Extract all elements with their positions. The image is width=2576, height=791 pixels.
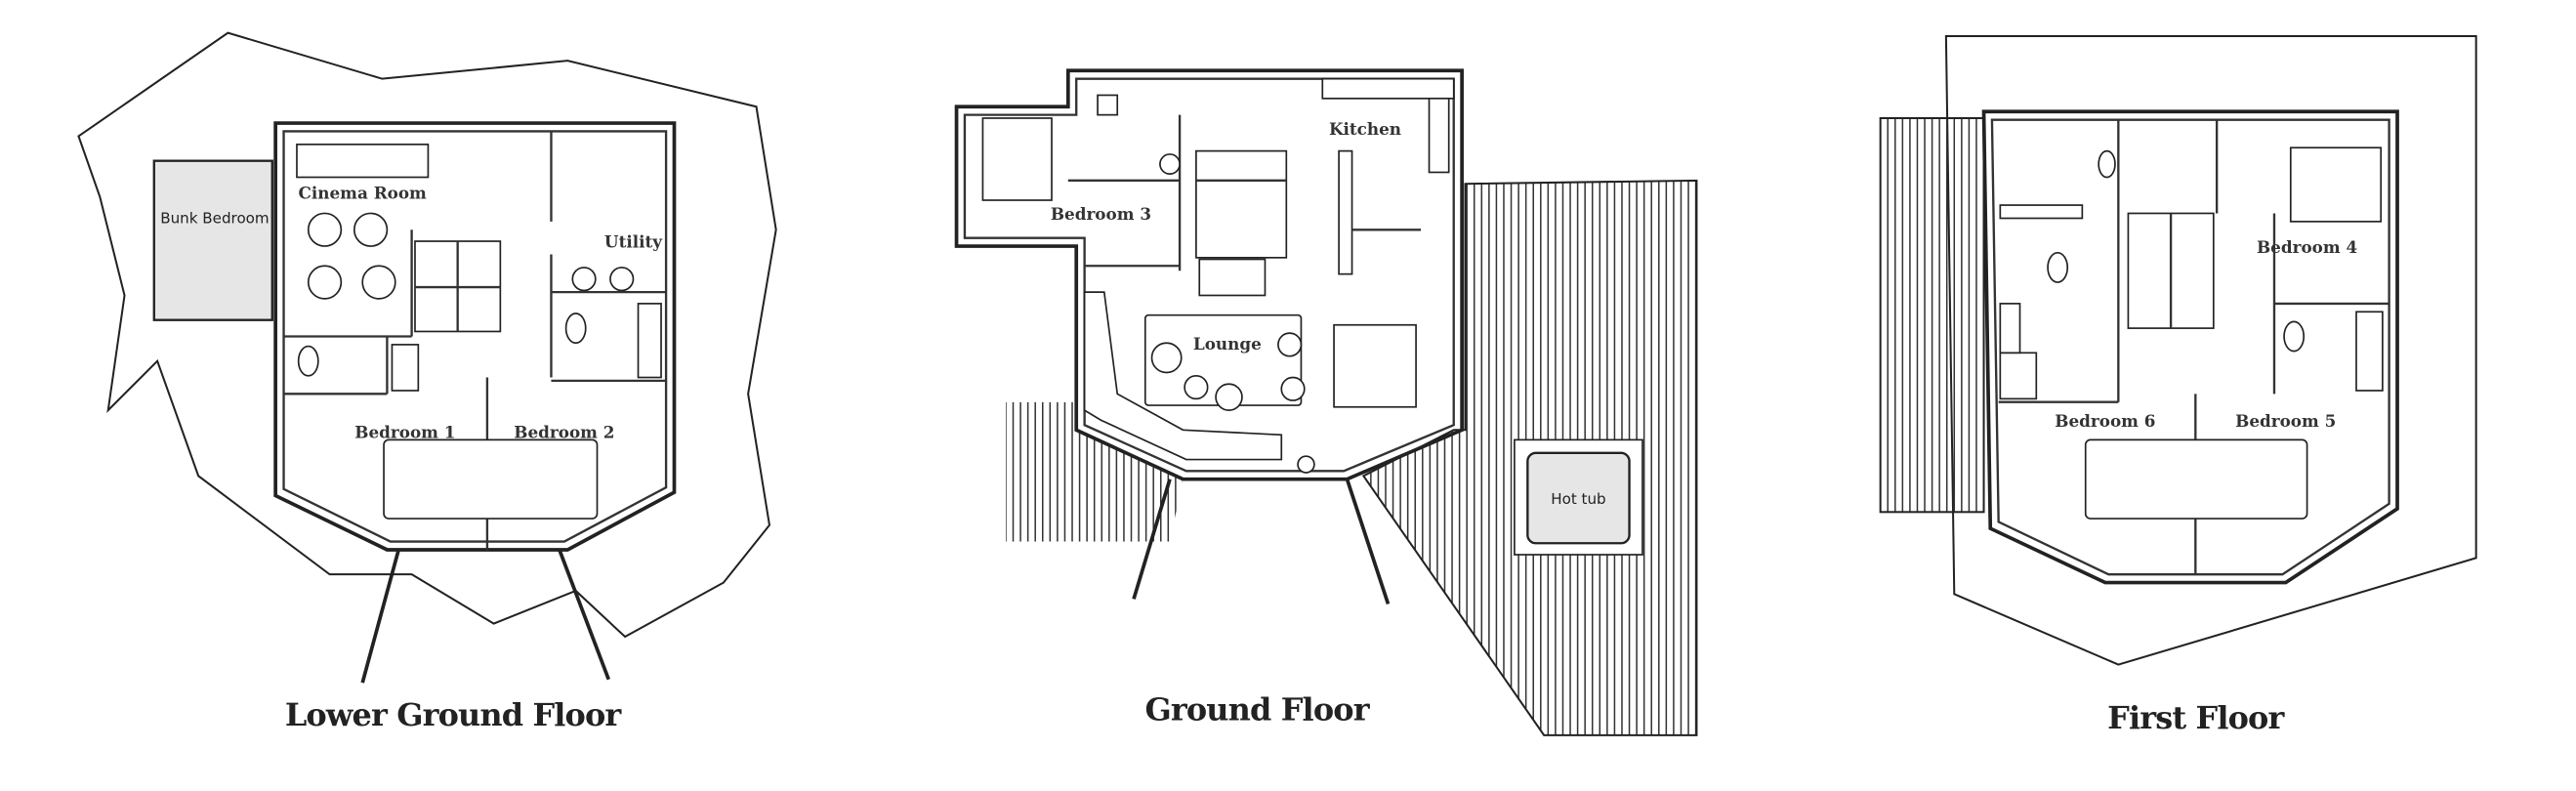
support-leg (558, 549, 611, 681)
room-label-bunk-bedroom: Bunk Bedroom (160, 210, 269, 228)
floor-title-first: First Floor (2107, 699, 2285, 736)
room-label-utility: Utility (604, 232, 663, 252)
site-boundary (1944, 34, 2477, 666)
bunk-bedroom-area (152, 159, 273, 321)
lower-ground-floor-plan: Bunk Bedroom Cinema Room Utility Bedroom… (77, 31, 777, 733)
room-label-hot-tub: Hot tub (1551, 490, 1605, 508)
floor-title-ground: Ground Floor (1144, 691, 1370, 729)
first-floor-plan: Bedroom 4 Bedroom 6 Bedroom 5 First Floo… (1879, 34, 2477, 736)
room-label-lounge: Lounge (1193, 334, 1262, 354)
room-label-cinema-room: Cinema Room (299, 183, 428, 202)
building-walls (273, 121, 677, 552)
building-walls (1981, 109, 2399, 585)
support-leg (1132, 479, 1172, 600)
room-label-bedroom-2: Bedroom 2 (514, 423, 614, 442)
hot-tub (1526, 451, 1631, 545)
room-label-bedroom-6: Bedroom 6 (2055, 411, 2155, 431)
room-label-bedroom-5: Bedroom 5 (2235, 411, 2336, 431)
room-label-bedroom-1: Bedroom 1 (354, 423, 455, 442)
interior-walls (981, 77, 1455, 474)
building-walls (954, 68, 1464, 481)
room-label-bedroom-3: Bedroom 3 (1051, 204, 1151, 224)
ground-floor-plan: Bedroom 3 Kitchen Lounge Hot tub Ground … (954, 68, 1698, 736)
room-label-kitchen: Kitchen (1329, 119, 1401, 139)
interior-walls (1998, 119, 2389, 575)
support-leg (1345, 479, 1391, 605)
deck-hatching (1880, 117, 1984, 513)
floor-title-lower-ground: Lower Ground Floor (285, 696, 623, 733)
interior-walls (283, 131, 667, 550)
site-boundary (77, 31, 777, 639)
support-leg (360, 549, 400, 684)
room-label-bedroom-4: Bedroom 4 (2257, 237, 2357, 257)
